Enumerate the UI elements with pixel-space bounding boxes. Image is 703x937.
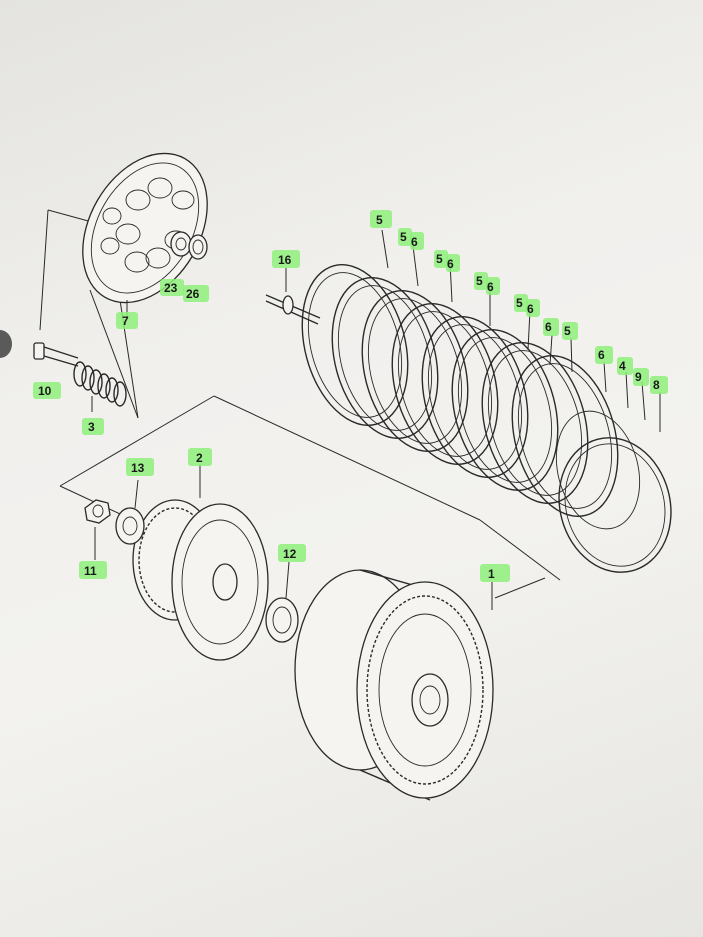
callout-6d: 6	[526, 299, 540, 317]
callout-5a: 5	[370, 210, 392, 228]
lock-washer	[115, 507, 145, 545]
thrust-washer	[265, 597, 299, 643]
svg-text:6: 6	[487, 280, 494, 294]
leader-lines	[91, 229, 661, 610]
callout-23: 23	[160, 279, 184, 296]
callout-5b: 5	[398, 228, 412, 246]
bearing-23	[170, 231, 192, 257]
svg-text:6: 6	[545, 320, 552, 334]
svg-text:9: 9	[635, 370, 642, 384]
svg-text:26: 26	[186, 287, 200, 301]
callout-6a: 6	[410, 232, 424, 250]
svg-text:6: 6	[527, 302, 534, 316]
callout-6c: 6	[486, 277, 500, 295]
wire-ring-8	[558, 437, 672, 573]
binder-hole	[0, 330, 12, 358]
callout-5f: 5	[562, 322, 578, 340]
callout-5c: 5	[434, 250, 448, 268]
svg-text:5: 5	[476, 274, 483, 288]
clutch-plate-stack	[301, 264, 619, 517]
callout-8: 8	[650, 376, 668, 394]
spring-washer-9	[555, 410, 641, 530]
bearing-26	[188, 234, 208, 260]
svg-text:8: 8	[653, 378, 660, 392]
callout-13: 13	[126, 458, 154, 476]
callout-labels: 7 23 26 10 3 16 5 5 6 5 6 5 6 5 6 6 5 6 …	[33, 210, 668, 582]
callout-12: 12	[278, 544, 306, 562]
nut	[84, 499, 111, 524]
svg-text:4: 4	[619, 359, 626, 373]
callout-6b: 6	[446, 254, 460, 272]
callout-3: 3	[82, 418, 104, 435]
callout-6f: 6	[595, 346, 613, 364]
callout-6e: 6	[543, 318, 559, 336]
svg-text:11: 11	[84, 564, 97, 578]
callout-5d: 5	[474, 272, 488, 290]
callout-16: 16	[272, 250, 300, 268]
svg-text:13: 13	[131, 461, 145, 475]
clutch-spring	[73, 361, 127, 407]
svg-text:12: 12	[283, 547, 297, 561]
callout-11: 11	[79, 561, 107, 579]
callout-7: 7	[116, 312, 138, 329]
svg-text:5: 5	[564, 324, 571, 338]
callout-4: 4	[617, 357, 633, 375]
svg-text:5: 5	[516, 296, 523, 310]
svg-text:7: 7	[122, 314, 129, 328]
callout-2: 2	[188, 448, 212, 466]
bolt	[33, 342, 79, 367]
callout-1: 1	[480, 564, 510, 582]
svg-text:10: 10	[38, 384, 52, 398]
primary-driven-gear	[132, 499, 269, 661]
svg-text:6: 6	[447, 257, 454, 271]
svg-text:3: 3	[88, 420, 95, 434]
svg-text:5: 5	[400, 230, 407, 244]
svg-text:23: 23	[164, 281, 178, 295]
svg-text:6: 6	[598, 348, 605, 362]
pressure-plate	[82, 152, 208, 304]
svg-text:5: 5	[376, 213, 383, 227]
callout-26: 26	[183, 285, 209, 302]
clutch-housing	[294, 569, 494, 801]
push-rod	[265, 294, 321, 325]
svg-text:6: 6	[411, 235, 418, 249]
svg-text:16: 16	[278, 253, 292, 267]
svg-text:2: 2	[196, 451, 203, 465]
callout-10: 10	[33, 382, 61, 399]
svg-text:1: 1	[488, 567, 495, 581]
svg-text:5: 5	[436, 252, 443, 266]
callout-5e: 5	[514, 294, 528, 312]
callout-9: 9	[633, 368, 649, 386]
